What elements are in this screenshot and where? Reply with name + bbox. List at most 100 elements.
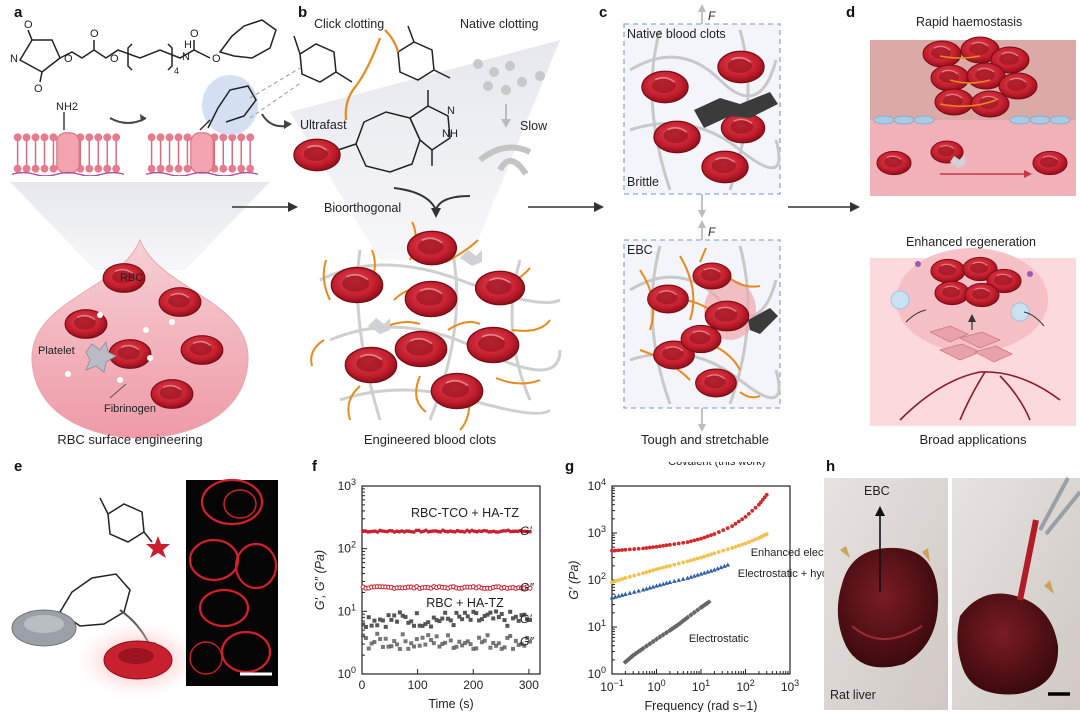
panel-letter-d: d: [846, 4, 856, 21]
platelet-label: Platelet: [38, 345, 75, 357]
chart-g-point: [667, 579, 673, 584]
chart-g-point: [676, 561, 681, 566]
chart-f-ytick-label: 101: [338, 602, 356, 618]
chart-g-point: [705, 534, 710, 539]
chart-g-point: [733, 544, 738, 549]
chart-f-point: [465, 639, 470, 644]
chart-g-series: [622, 599, 712, 665]
chart-f-point: [423, 622, 428, 627]
chart-f-point: [496, 641, 501, 646]
chart-f-point: [420, 623, 425, 628]
chart-f-point: [431, 641, 436, 646]
chart-g-point: [640, 645, 646, 652]
chart-g-point: [733, 521, 738, 526]
chart-f-point: [511, 616, 516, 621]
chart-f-point: [440, 616, 445, 621]
chart-f-point: [428, 624, 433, 629]
chart-f-point: [397, 610, 402, 615]
bioorthogonal-label: Bioorthogonal: [324, 201, 401, 215]
chart-g-point: [672, 542, 677, 547]
chart-f-point: [409, 619, 414, 624]
chart-g-series: [610, 532, 769, 585]
chart-g-series-label: Covalent (this work): [668, 462, 765, 468]
caption-c: Tough and stretchable: [641, 432, 769, 447]
panel-letter-h: h: [826, 458, 836, 475]
chart-g-point: [640, 587, 646, 592]
chart-f-point: [494, 643, 499, 648]
chart-g-point: [681, 540, 686, 545]
panel-b-illustration: [249, 25, 562, 431]
chart-f-point: [528, 529, 532, 534]
chart-g-point: [647, 545, 652, 550]
chart-f-point: [448, 618, 453, 623]
chart-g-point: [712, 567, 717, 572]
chart-f-point: [488, 645, 493, 650]
chart-g-point: [672, 578, 677, 583]
chart-g-point: [636, 588, 641, 593]
panel-letter-c: c: [599, 4, 608, 21]
chart-g-series-label: Enhanced electrostatic: [751, 547, 830, 559]
panel-letter-a: a: [14, 4, 23, 21]
chart-g-point: [654, 544, 659, 549]
panel-letter-g: g: [565, 458, 575, 475]
chart-g-point: [613, 579, 618, 584]
chart-f-xtick-label: 300: [519, 678, 539, 692]
chart-f-point: [527, 639, 532, 644]
chart-f-point: [392, 639, 397, 644]
chart-f-point: [505, 635, 510, 640]
chart-g-point: [708, 568, 714, 573]
chart-g-point: [644, 546, 649, 550]
chart-g-point: [632, 547, 637, 551]
chart-g-point: [684, 614, 691, 621]
chart-f-point: [445, 616, 450, 621]
chart-f-point: [477, 635, 482, 640]
chart-g-point: [661, 565, 666, 570]
chart-f-series: [360, 584, 533, 591]
chart-f-point: [505, 623, 510, 628]
chart-f-point: [454, 610, 459, 615]
chart-f-point: [494, 609, 499, 614]
chart-g-point: [692, 557, 697, 562]
chart-f-point: [383, 636, 388, 641]
chart-g-point: [685, 575, 690, 580]
chart-g-point: [619, 592, 625, 597]
chart-f-point: [383, 624, 388, 629]
chart-g-point: [692, 538, 697, 543]
chart-f-point: [386, 613, 391, 618]
chart-g-point: [725, 562, 731, 567]
chart-f-point: [389, 644, 394, 649]
chart-f-point: [380, 618, 385, 623]
chart-g-point: [746, 540, 751, 544]
panel-h-photos: [824, 477, 1080, 710]
chart-f-point: [412, 623, 417, 628]
fibrinogen-label: Fibrinogen: [104, 403, 156, 415]
chart-g-ytick-label: 102: [588, 571, 606, 587]
chart-g-xlabel: Frequency (rad s−1): [645, 699, 758, 712]
chart-f-point: [474, 611, 479, 616]
chart-g-point: [647, 569, 652, 574]
chart-f-point: [508, 634, 513, 639]
chart-g-point: [722, 563, 727, 568]
chart-f-point: [482, 638, 487, 643]
chart-g-point: [750, 508, 755, 513]
chart-f-point: [454, 644, 459, 649]
chart-f-point: [488, 610, 493, 615]
ebc-box-label: EBC: [627, 243, 653, 257]
chart-g-point: [698, 571, 704, 576]
click-clotting-label: Click clotting: [314, 17, 384, 31]
chart-g-point: [664, 580, 669, 585]
chart-g-point: [613, 548, 618, 553]
svg-text:O: O: [190, 28, 199, 40]
chart-g-point: [702, 535, 707, 540]
chart-f-point: [437, 619, 442, 624]
chart-f-point: [428, 637, 433, 642]
peg-repeat-count: 4: [174, 66, 179, 76]
chart-f-series-label: G′: [520, 524, 532, 538]
chart-f-point: [468, 642, 473, 647]
chart-f-point: [363, 636, 368, 641]
chart-f-point: [400, 613, 405, 618]
svg-text:O: O: [90, 28, 99, 40]
chart-g-point: [610, 548, 614, 553]
chart-f-point: [496, 615, 501, 620]
